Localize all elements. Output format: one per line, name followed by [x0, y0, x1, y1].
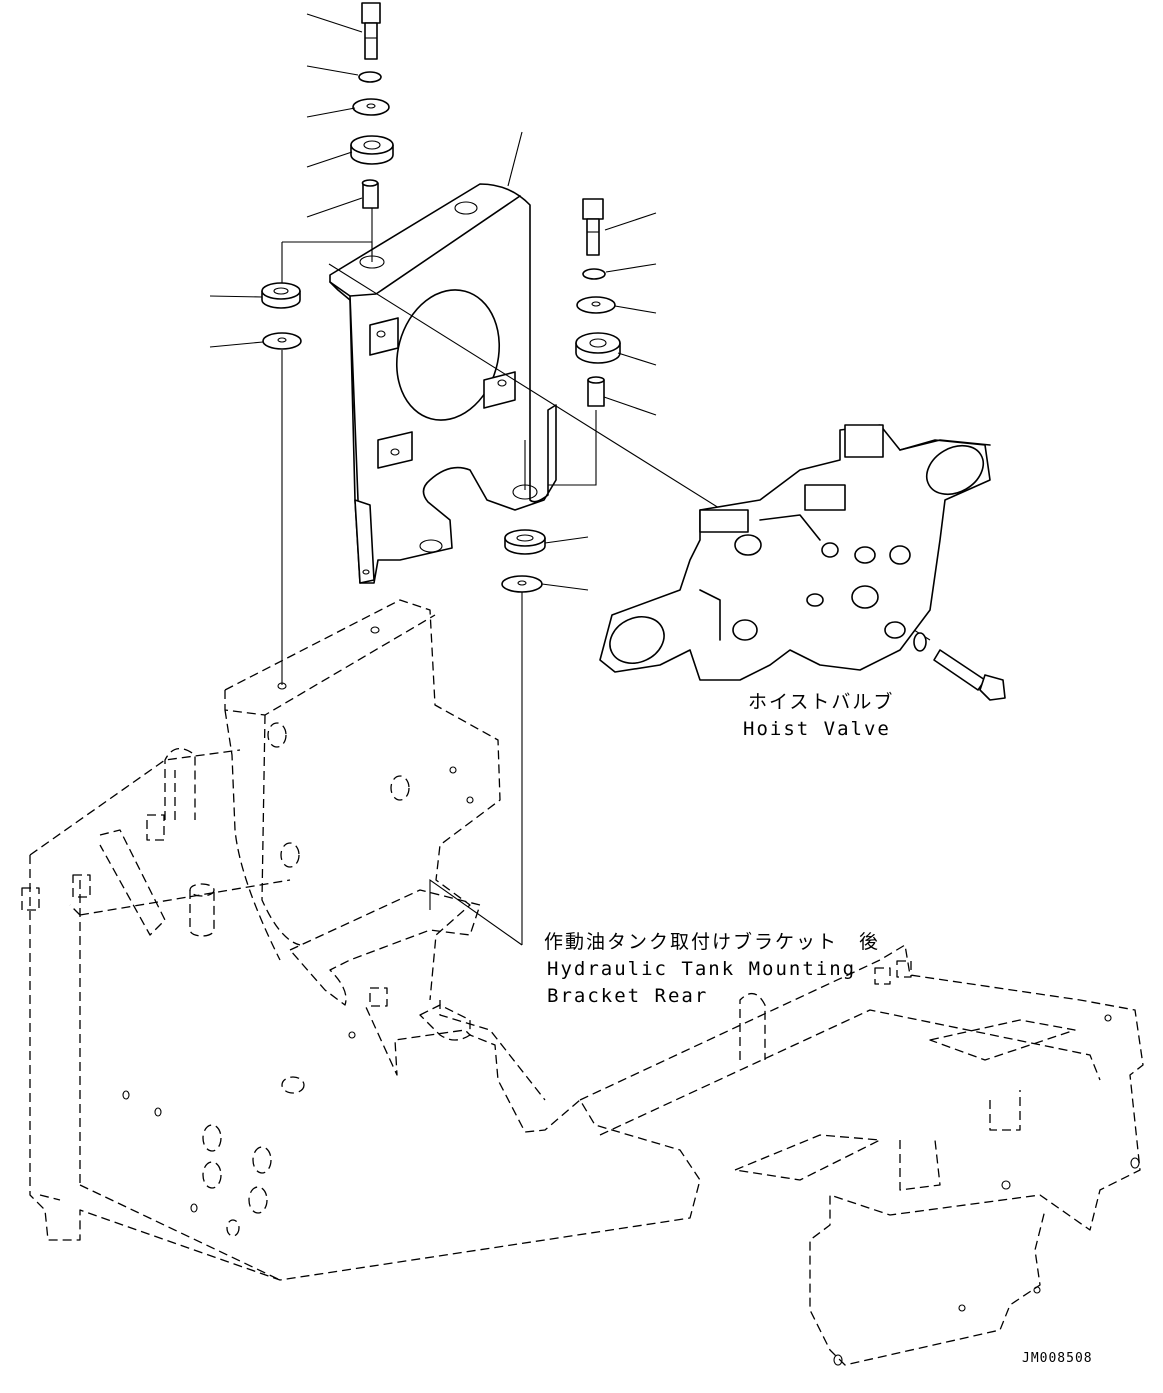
- lower-left-washer: [262, 332, 302, 350]
- tank-bracket-label-en-line2: Bracket Rear: [547, 985, 708, 1007]
- right-lock-washer: [582, 268, 606, 280]
- hoist-valve-label: ホイストバルブ Hoist Valve: [743, 690, 894, 740]
- frame-assembly: [21, 599, 1144, 1366]
- valve-bolt: [933, 649, 1006, 701]
- tank-bracket-label-jp: 作動油タンク取付けブラケット 後: [544, 930, 880, 953]
- left-stack-leaders: [306, 13, 363, 218]
- lower-left-mount: [261, 282, 301, 309]
- left-flat-washer: [352, 98, 390, 116]
- left-lock-washer: [358, 71, 382, 83]
- left-bolt: [361, 2, 381, 60]
- right-stack-leaders: [603, 212, 657, 416]
- hoist-valve-label-en: Hoist Valve: [743, 718, 891, 740]
- left-fastener-stack: [350, 2, 394, 209]
- drawing-code: JM008508: [1022, 1351, 1093, 1366]
- tank-bracket-label-en-line1: Hydraulic Tank Mounting: [547, 958, 856, 980]
- hoist-valve: [599, 424, 991, 681]
- right-flat-washer: [576, 296, 616, 314]
- right-fastener-stack: [575, 198, 621, 407]
- hoist-valve-label-jp: ホイストバルブ: [748, 690, 894, 713]
- bracket-large-hole: [395, 289, 501, 421]
- valve-bracket: [329, 183, 557, 584]
- middle-washer: [501, 575, 543, 593]
- tank-bracket-label: 作動油タンク取付けブラケット 後 Hydraulic Tank Mounting…: [544, 930, 880, 1007]
- left-collar: [361, 179, 379, 209]
- valve-washer: [913, 632, 927, 652]
- middle-rubber-mount: [504, 529, 546, 555]
- right-rubber-mount: [575, 332, 621, 364]
- right-bolt: [582, 198, 604, 256]
- left-rubber-mount: [350, 135, 394, 165]
- right-collar: [587, 376, 605, 407]
